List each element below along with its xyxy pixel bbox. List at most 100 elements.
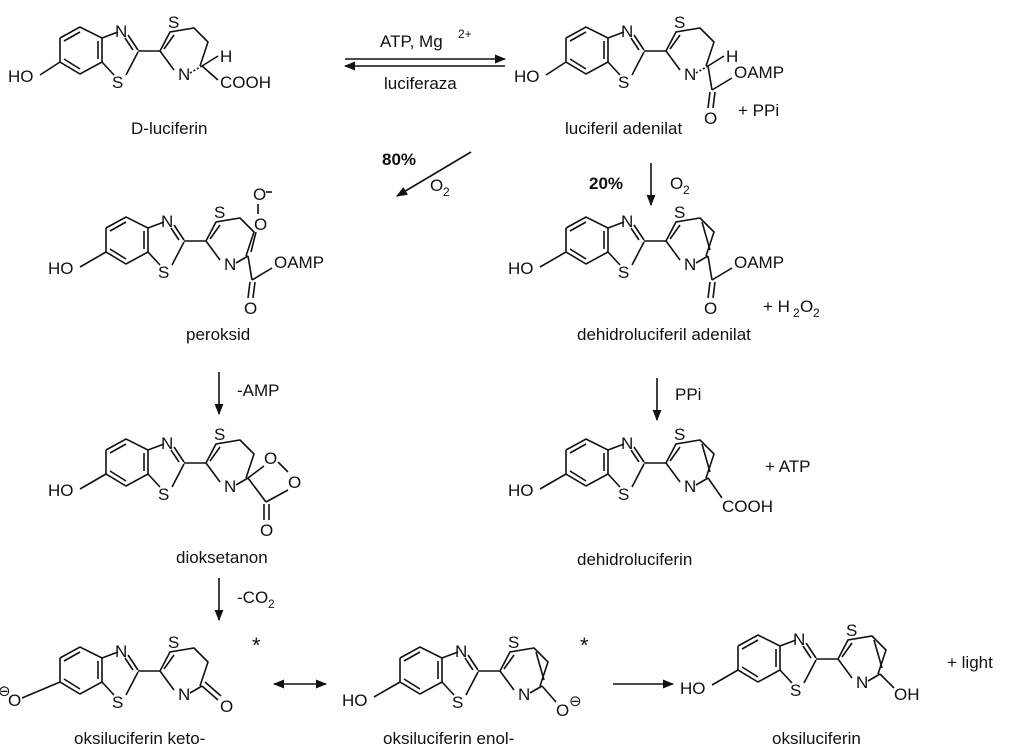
- svg-text:S: S: [168, 633, 179, 652]
- svg-text:S: S: [618, 73, 629, 92]
- svg-text:HO: HO: [48, 481, 74, 500]
- dehydroluciferyl-adenylate-structure: N S HO S N O OAMP: [508, 203, 784, 318]
- d-luciferin-label: D-luciferin: [131, 119, 208, 138]
- svg-text:N: N: [178, 65, 190, 84]
- svg-text:S: S: [674, 203, 685, 222]
- ppi-arrow: PPi: [652, 378, 701, 422]
- svg-text:S: S: [674, 13, 685, 32]
- svg-text:H: H: [726, 47, 738, 66]
- svg-text:O: O: [430, 176, 443, 195]
- svg-text:O: O: [800, 297, 813, 316]
- svg-text:O: O: [670, 174, 683, 193]
- svg-text:OAMP: OAMP: [734, 63, 784, 82]
- svg-text:S: S: [158, 485, 169, 504]
- branch-80-arrow: 80% O 2: [382, 150, 472, 199]
- oxyluciferin-keto-label: oksiluciferin keto-: [74, 729, 205, 748]
- svg-text:N: N: [161, 212, 173, 231]
- svg-text:S: S: [158, 263, 169, 282]
- svg-text:N: N: [793, 630, 805, 649]
- peroxide-structure: N S HO S N O O O OAMP: [48, 185, 324, 318]
- dehydroluciferyl-adenylate-label: dehidroluciferil adenilat: [577, 325, 751, 344]
- svg-text:O: O: [244, 299, 257, 318]
- luciferyl-adenylate-label: luciferil adenilat: [565, 119, 682, 138]
- svg-text:N: N: [518, 685, 530, 704]
- svg-text:2: 2: [813, 306, 820, 320]
- svg-text:-AMP: -AMP: [237, 381, 280, 400]
- svg-text:2: 2: [443, 185, 450, 199]
- svg-text:O: O: [704, 299, 717, 318]
- svg-text:HO: HO: [680, 679, 706, 698]
- svg-text:N: N: [684, 255, 696, 274]
- svg-text:S: S: [846, 621, 857, 640]
- atp-byproduct: + ATP: [765, 457, 811, 476]
- svg-text:2: 2: [683, 183, 690, 197]
- svg-text:O: O: [264, 449, 277, 468]
- svg-text:HO: HO: [8, 67, 34, 86]
- svg-text:O: O: [220, 697, 233, 716]
- oxyluciferin-keto-structure: N S O ⊖ S N O: [0, 633, 233, 716]
- svg-text:HO: HO: [508, 481, 534, 500]
- svg-text:N: N: [856, 673, 868, 692]
- excited-state-enol: *: [580, 633, 589, 658]
- svg-text:HO: HO: [342, 691, 368, 710]
- svg-text:S: S: [452, 693, 463, 712]
- svg-text:OAMP: OAMP: [734, 253, 784, 272]
- svg-text:HO: HO: [48, 259, 74, 278]
- svg-text:N: N: [115, 22, 127, 41]
- dehydroluciferin-label: dehidroluciferin: [577, 550, 692, 569]
- svg-text:COOH: COOH: [722, 497, 773, 516]
- svg-text:COOH: COOH: [220, 73, 271, 92]
- svg-text:⊖: ⊖: [569, 693, 582, 710]
- svg-text:O: O: [288, 473, 301, 492]
- svg-text:+ H: + H: [763, 297, 790, 316]
- svg-text:2+: 2+: [458, 27, 472, 41]
- svg-text:O: O: [8, 691, 21, 710]
- svg-text:ATP, Mg: ATP, Mg: [380, 32, 443, 51]
- svg-text:S: S: [112, 73, 123, 92]
- svg-text:-CO: -CO: [237, 588, 268, 607]
- svg-text:2: 2: [793, 306, 800, 320]
- d-luciferin-structure: N S HO S N H COOH: [8, 13, 271, 92]
- svg-text:luciferaza: luciferaza: [384, 74, 457, 93]
- light-product: + light: [947, 653, 993, 672]
- luciferyl-adenylate-structure: N S HO S N H O OAMP: [514, 13, 784, 128]
- h2o2-byproduct: + H 2 O 2: [763, 297, 820, 320]
- dehydroluciferin-structure: N S HO S N COOH: [508, 425, 773, 516]
- oxyluciferin-label: oksiluciferin: [772, 729, 861, 748]
- svg-text:N: N: [178, 685, 190, 704]
- svg-text:S: S: [112, 693, 123, 712]
- svg-text:N: N: [224, 255, 236, 274]
- svg-text:O: O: [704, 109, 717, 128]
- svg-text:S: S: [674, 425, 685, 444]
- svg-text:N: N: [621, 22, 633, 41]
- svg-text:⊖: ⊖: [0, 683, 11, 700]
- svg-text:HO: HO: [508, 259, 534, 278]
- svg-text:S: S: [508, 633, 519, 652]
- svg-text:N: N: [621, 212, 633, 231]
- dioxetanone-label: dioksetanon: [176, 548, 268, 567]
- svg-text:O: O: [254, 215, 267, 234]
- svg-text:HO: HO: [514, 67, 540, 86]
- svg-text:O: O: [556, 701, 569, 720]
- svg-text:S: S: [618, 263, 629, 282]
- ppi-byproduct: + PPi: [738, 101, 779, 120]
- svg-text:20%: 20%: [589, 174, 623, 193]
- svg-text:N: N: [455, 642, 467, 661]
- peroxide-label: peroksid: [186, 325, 250, 344]
- svg-text:PPi: PPi: [675, 385, 701, 404]
- svg-text:80%: 80%: [382, 150, 416, 169]
- svg-text:OAMP: OAMP: [274, 253, 324, 272]
- svg-text:2: 2: [268, 597, 275, 611]
- oxyluciferin-enol-label: oksiluciferin enol-: [383, 729, 514, 748]
- svg-text:S: S: [168, 13, 179, 32]
- oxyluciferin-structure: N S HO S N OH: [680, 621, 920, 704]
- svg-text:S: S: [214, 203, 225, 222]
- oxyluciferin-enol-structure: N S HO S N O ⊖: [342, 633, 582, 720]
- equilibrium-arrow: ATP, Mg 2+ luciferaza: [343, 27, 507, 93]
- svg-text:N: N: [684, 65, 696, 84]
- svg-text:OH: OH: [894, 685, 920, 704]
- svg-text:S: S: [214, 425, 225, 444]
- svg-text:N: N: [621, 434, 633, 453]
- excited-state-keto: *: [252, 633, 261, 658]
